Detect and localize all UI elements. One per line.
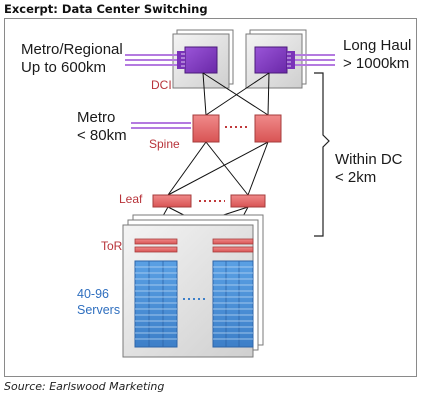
- long-haul-title: Long Haul: [343, 37, 412, 54]
- long-haul-link: [295, 54, 335, 66]
- tor-switches: [134, 238, 254, 253]
- within-dc-title: Within DC: [335, 151, 403, 168]
- leaf-switches: [152, 194, 266, 208]
- within-dc-label: Within DC < 2km: [335, 151, 403, 188]
- long-haul-label: Long Haul > 1000km: [343, 37, 411, 74]
- spine-label: Spine: [149, 137, 180, 151]
- metro-regional-title: Metro/Regional: [21, 41, 123, 58]
- metro-distance: < 80km: [77, 127, 127, 145]
- metro-regional-label: Metro/Regional Up to 600km: [21, 41, 123, 78]
- excerpt-title: Excerpt: Data Center Switching: [4, 2, 208, 16]
- spine-switches: [192, 114, 282, 143]
- metro-label: Metro < 80km: [77, 109, 127, 146]
- interconnect-lines: [149, 72, 270, 240]
- metro-title: Metro: [77, 109, 116, 126]
- long-haul-distance: > 1000km: [343, 55, 410, 73]
- diagram-frame: Metro/Regional Up to 600km Long Haul > 1…: [4, 18, 417, 377]
- metro-link: [131, 122, 191, 129]
- server-column-right: [212, 260, 254, 348]
- source-caption: Source: Earlswood Marketing: [4, 380, 165, 393]
- server-column-left: [134, 260, 178, 348]
- dci-label: DCI: [151, 78, 172, 92]
- tor-label: ToR: [101, 239, 123, 253]
- servers-title: Servers: [77, 303, 121, 318]
- within-dc-bracket: [314, 72, 330, 237]
- metro-regional-distance: Up to 600km: [21, 59, 107, 77]
- leaf-label: Leaf: [119, 192, 143, 206]
- network-diagram: [122, 29, 335, 358]
- metro-regional-link: [125, 54, 177, 66]
- within-dc-distance: < 2km: [335, 169, 377, 187]
- dci-router-left: [172, 29, 234, 89]
- servers-label: 40-96 Servers: [77, 286, 120, 319]
- dci-router-right: [245, 29, 307, 89]
- servers-count: 40-96: [77, 287, 109, 301]
